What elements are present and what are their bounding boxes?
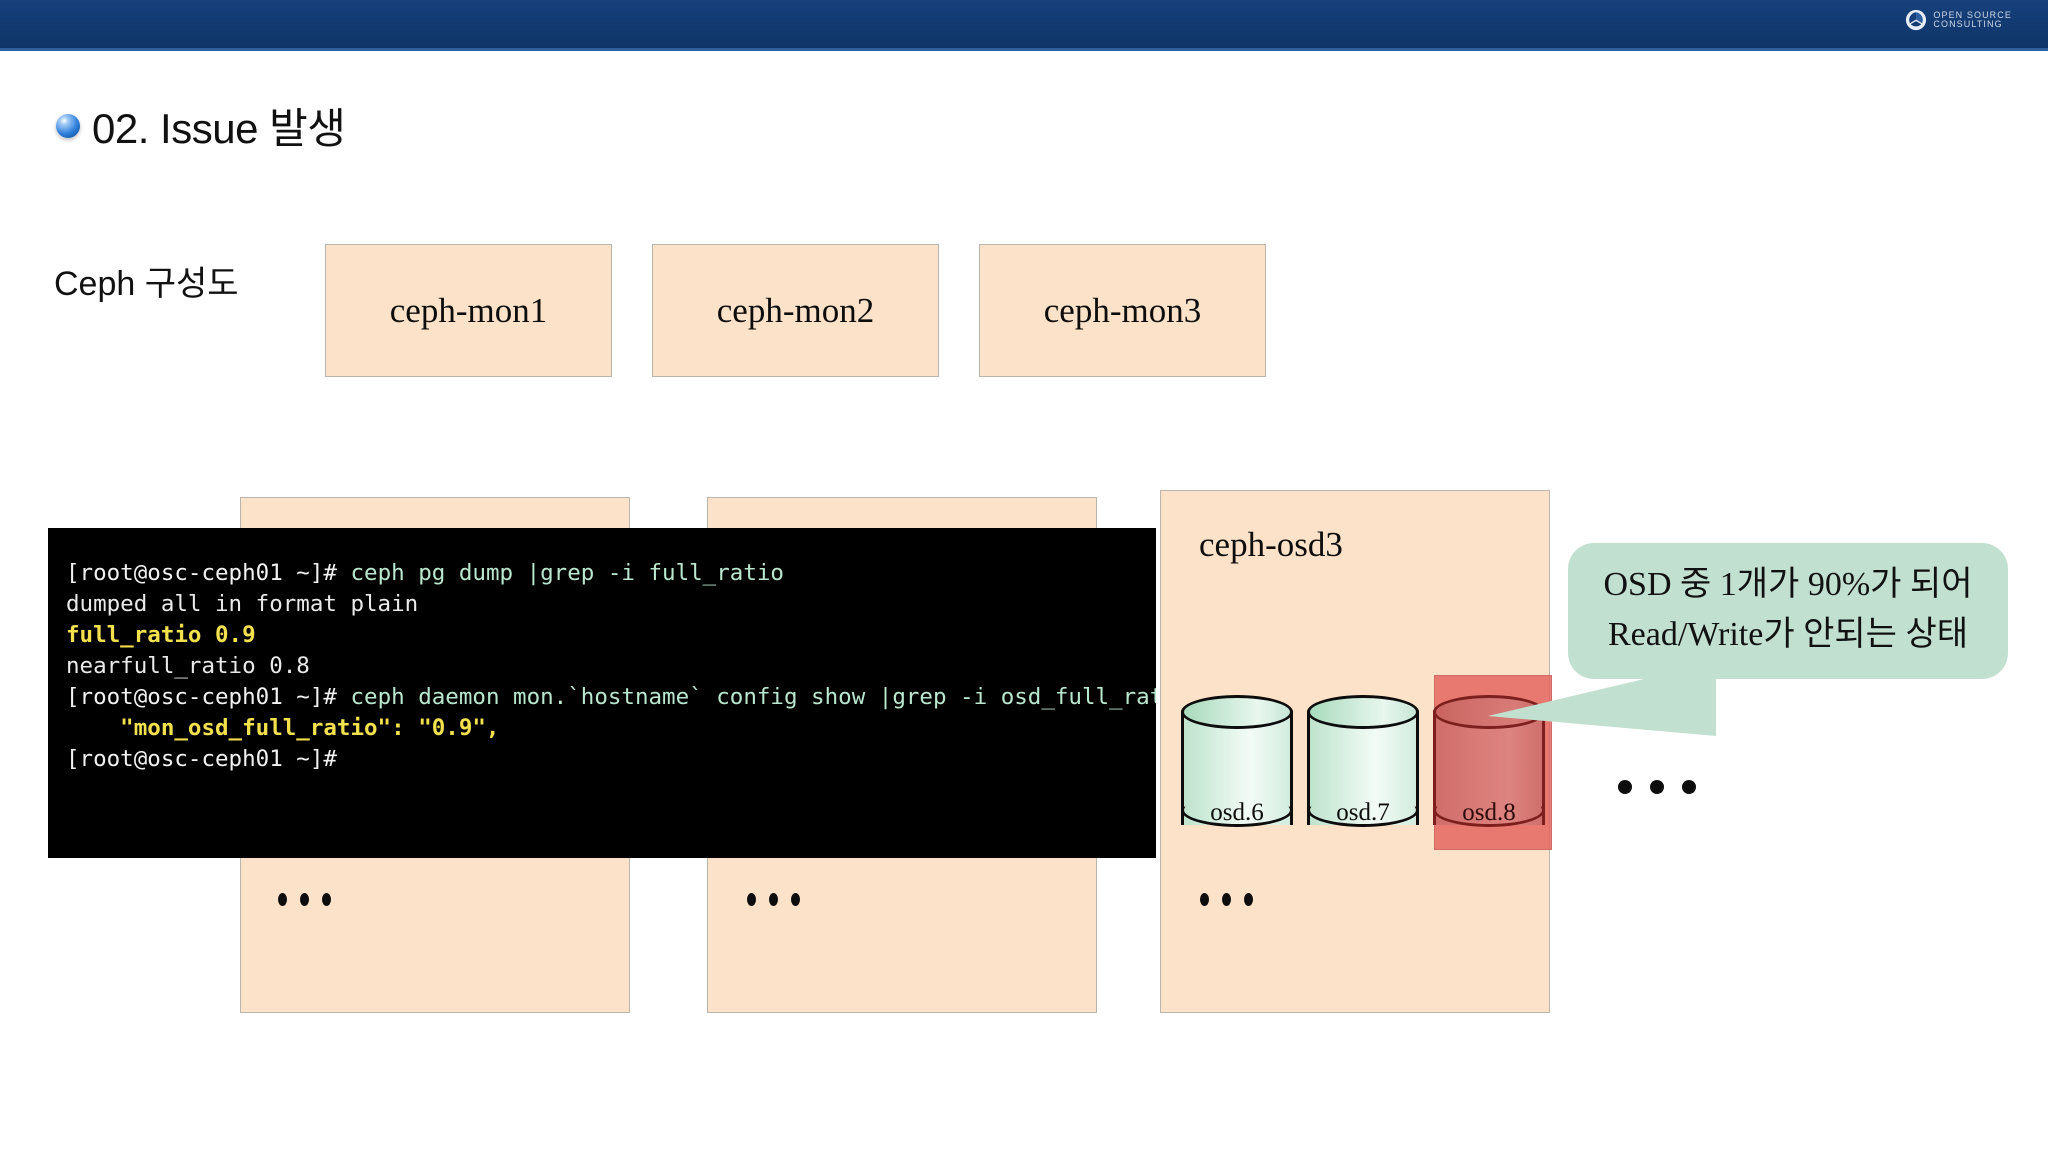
open-source-consulting-logo-icon bbox=[1906, 9, 1927, 31]
terminal-output: [root@osc-ceph01 ~]# ceph pg dump |grep … bbox=[66, 558, 1156, 775]
ellipsis-trailing bbox=[1618, 780, 1696, 794]
brand-logo: OPEN SOURCE CONSULTING bbox=[1905, 9, 2012, 31]
node-label: ceph-mon2 bbox=[716, 290, 875, 330]
ellipsis-dot bbox=[769, 893, 778, 906]
cylinder-top bbox=[1181, 695, 1293, 729]
disk-label: osd.8 bbox=[1462, 799, 1516, 826]
terminal-segment: full_ratio 0.9 bbox=[66, 622, 256, 648]
disk-cylinder-osd8: osd.8 bbox=[1433, 695, 1545, 841]
ellipsis-dot bbox=[278, 893, 287, 906]
brand-logo-line2: CONSULTING bbox=[1933, 19, 2003, 29]
node-label: ceph-mon3 bbox=[1043, 290, 1202, 330]
section-caption: Ceph 구성도 bbox=[54, 265, 239, 303]
cylinder-body bbox=[1307, 711, 1419, 825]
brand-logo-text: OPEN SOURCE CONSULTING bbox=[1933, 9, 2012, 30]
ellipsis-in-osd3 bbox=[1200, 893, 1253, 906]
ellipsis-dot bbox=[747, 893, 756, 906]
page-title: 02. Issue 발생 bbox=[56, 95, 346, 156]
ellipsis-dot bbox=[1618, 780, 1632, 794]
terminal-segment: [root@osc-ceph01 ~]# bbox=[66, 746, 337, 772]
page-title-text: 02. Issue 발생 bbox=[92, 105, 346, 152]
ellipsis-dot bbox=[300, 893, 309, 906]
terminal-segment: ceph daemon mon.`hostname` config show |… bbox=[350, 684, 1156, 710]
ellipsis-in-osd1 bbox=[278, 893, 331, 906]
header-underline bbox=[0, 48, 2048, 51]
terminal-segment: ceph pg dump |grep -i full_ratio bbox=[350, 560, 784, 586]
brand-logo-line1: OPEN SOURCE bbox=[1933, 9, 2012, 20]
ellipsis-dot bbox=[1200, 893, 1209, 906]
terminal-segment: [root@osc-ceph01 ~]# bbox=[66, 684, 351, 710]
terminal-segment: "mon_osd_full_ratio": "0.9", bbox=[66, 715, 500, 741]
disk-cylinder-osd6: osd.6 bbox=[1181, 695, 1293, 841]
ellipsis-dot bbox=[1222, 893, 1231, 906]
ellipsis-dot bbox=[1682, 780, 1696, 794]
node-box-ceph-mon1: ceph-mon1 bbox=[325, 244, 612, 377]
callout-line-2: Read/Write가 안되는 상태 bbox=[1607, 616, 1969, 653]
disk-label: osd.6 bbox=[1210, 799, 1264, 826]
cylinder-top bbox=[1433, 695, 1545, 729]
ellipsis-dot bbox=[791, 893, 800, 906]
disk-cylinder-osd7: osd.7 bbox=[1307, 695, 1419, 841]
cylinder-top bbox=[1307, 695, 1419, 729]
node-label: ceph-osd3 bbox=[1199, 525, 1343, 564]
blue-sphere-bullet-icon bbox=[56, 113, 80, 138]
callout-balloon: OSD 중 1개가 90%가 되어 Read/Write가 안되는 상태 bbox=[1568, 543, 2008, 679]
terminal-segment: [root@osc-ceph01 ~]# bbox=[66, 560, 351, 586]
ellipsis-dot bbox=[1244, 893, 1253, 906]
disk-label: osd.7 bbox=[1336, 799, 1390, 826]
terminal-window[interactable]: [root@osc-ceph01 ~]# ceph pg dump |grep … bbox=[48, 528, 1156, 858]
ellipsis-in-osd2 bbox=[747, 893, 800, 906]
terminal-segment: nearfull_ratio 0.8 bbox=[66, 653, 310, 679]
ellipsis-dot bbox=[322, 893, 331, 906]
header-bar bbox=[0, 0, 2048, 48]
node-box-ceph-mon2: ceph-mon2 bbox=[652, 244, 939, 377]
terminal-segment: dumped all in format plain bbox=[66, 591, 419, 617]
callout-line-1: OSD 중 1개가 90%가 되어 bbox=[1603, 566, 1973, 603]
node-label: ceph-mon1 bbox=[389, 290, 548, 330]
cylinder-body bbox=[1181, 711, 1293, 825]
node-box-ceph-mon3: ceph-mon3 bbox=[979, 244, 1266, 377]
ellipsis-dot bbox=[1650, 780, 1664, 794]
